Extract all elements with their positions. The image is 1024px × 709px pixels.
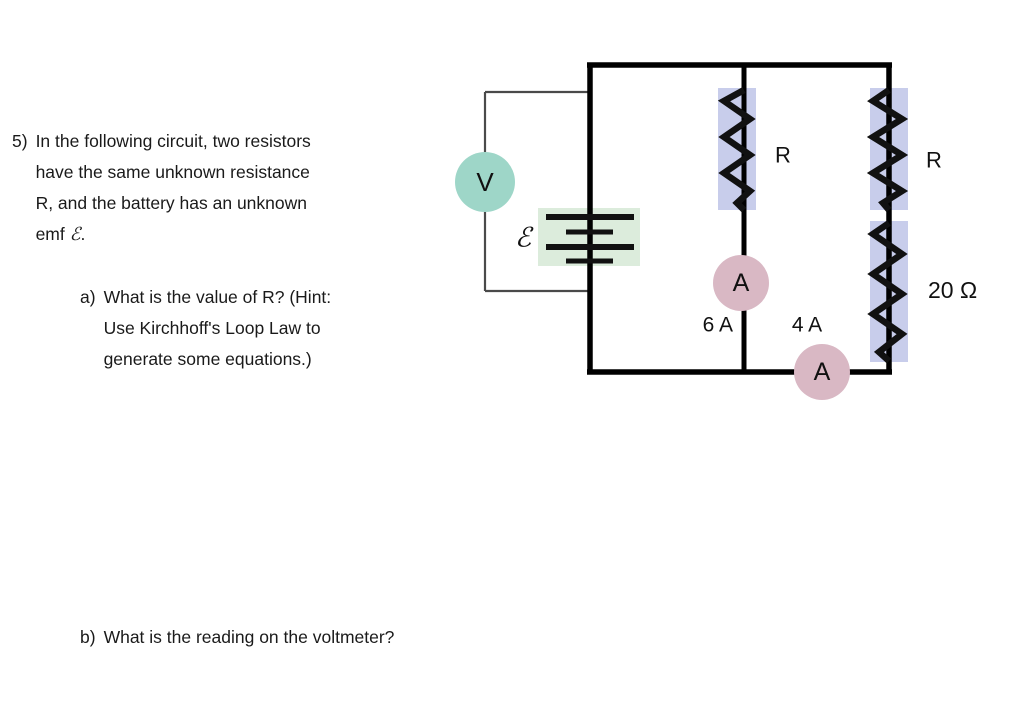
subquestion-a-body: What is the value of R? (Hint: Use Kirch…	[104, 282, 446, 375]
subquestion-a-row: a) What is the value of R? (Hint: Use Ki…	[80, 282, 446, 375]
problem-body: In the following circuit, two resistors …	[36, 126, 442, 250]
subquestion-b: b) What is the reading on the voltmeter?	[80, 622, 580, 653]
middle-ammeter-circle	[713, 255, 769, 311]
bottom-ammeter-circle	[794, 344, 850, 400]
battery-emf-label: ℰ	[515, 223, 534, 254]
problem-statement: 5) In the following circuit, two resisto…	[12, 126, 442, 250]
subquestion-a-line-3: generate some equations.)	[103, 349, 312, 369]
middle-ammeter-reading: 6 A	[703, 314, 733, 337]
bottom-ammeter-reading: 4 A	[792, 314, 822, 337]
voltmeter-symbol: V	[476, 167, 494, 197]
problem-line-2: have the same unknown resistance	[35, 162, 310, 182]
problem-number: 5)	[12, 131, 28, 151]
subquestion-b-line-1: What is the reading on the voltmeter?	[103, 627, 395, 647]
subquestion-b-body: What is the reading on the voltmeter?	[104, 622, 580, 653]
emf-symbol-text: ℰ	[69, 224, 81, 245]
circuit-diagram: A A V ℰ R R 20 Ω 6 A 4 A	[450, 40, 1024, 410]
middle-ammeter-symbol: A	[733, 269, 750, 297]
problem-line-4-text: emf	[35, 224, 70, 244]
subquestion-b-row: b) What is the reading on the voltmeter?	[80, 622, 580, 653]
subquestion-a: a) What is the value of R? (Hint: Use Ki…	[80, 282, 446, 375]
right-top-resistor-zigzag	[866, 87, 909, 213]
problem-line-4: emf ℰ.	[35, 224, 86, 245]
subquestion-b-marker: b)	[80, 627, 96, 647]
bottom-ammeter-symbol: A	[814, 358, 831, 386]
problem-line-1: In the following circuit, two resistors	[35, 131, 311, 151]
middle-resistor-label: R	[775, 143, 791, 168]
right-bottom-resistor-label: 20 Ω	[928, 277, 977, 303]
middle-resistor-zigzag	[717, 87, 756, 213]
subquestion-a-line-2: Use Kirchhoff's Loop Law to	[103, 318, 321, 338]
problem-line-3: R, and the battery has an unknown	[35, 193, 307, 213]
voltmeter-circle	[455, 152, 515, 212]
subquestion-a-marker: a)	[80, 287, 96, 307]
problem-row: 5) In the following circuit, two resisto…	[12, 126, 442, 250]
right-bottom-resistor-zigzag	[867, 220, 908, 364]
problem-line-4-period: .	[80, 224, 86, 244]
right-top-resistor-label: R	[926, 148, 942, 173]
subquestion-a-line-1: What is the value of R? (Hint:	[103, 287, 332, 307]
